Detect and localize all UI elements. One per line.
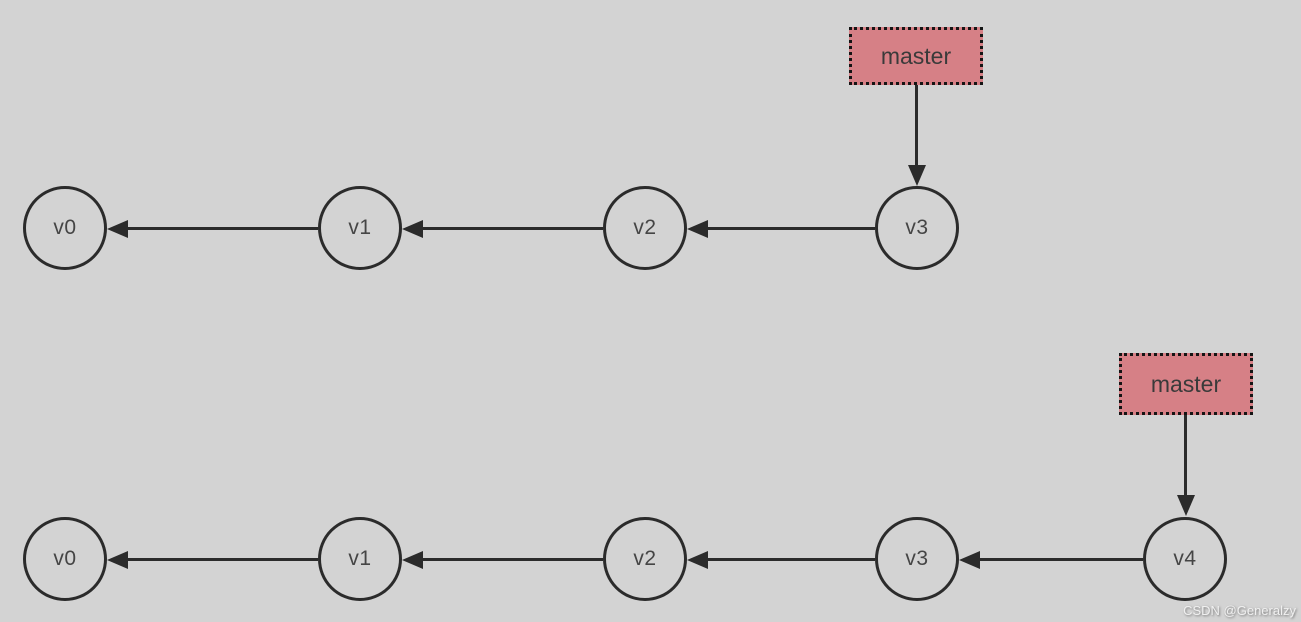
commit-node-top-v2: v2 [603, 186, 687, 270]
branch-pointer-arrow-bottom [1176, 415, 1195, 516]
commit-node-bottom-v4: v4 [1143, 517, 1227, 601]
commit-node-top-v0: v0 [23, 186, 107, 270]
commit-node-top-v3: v3 [875, 186, 959, 270]
edge-arrow-bottom-v1-to-v0 [107, 550, 318, 569]
edge-arrow-bottom-v2-to-v1 [402, 550, 603, 569]
edge-arrow-bottom-v4-to-v3 [959, 550, 1143, 569]
commit-node-bottom-v3: v3 [875, 517, 959, 601]
edge-arrow-top-v1-to-v0 [107, 219, 318, 238]
edge-arrow-top-v2-to-v1 [402, 219, 603, 238]
edge-arrow-top-v3-to-v2 [687, 219, 875, 238]
branch-label-master-top: master [849, 27, 983, 85]
watermark: CSDN @Generalzy [1183, 603, 1296, 618]
edge-arrow-bottom-v3-to-v2 [687, 550, 875, 569]
commit-node-top-v1: v1 [318, 186, 402, 270]
branch-pointer-arrow-top [907, 85, 926, 186]
branch-label-master-bottom: master [1119, 353, 1253, 415]
commit-node-bottom-v1: v1 [318, 517, 402, 601]
commit-node-bottom-v0: v0 [23, 517, 107, 601]
commit-node-bottom-v2: v2 [603, 517, 687, 601]
